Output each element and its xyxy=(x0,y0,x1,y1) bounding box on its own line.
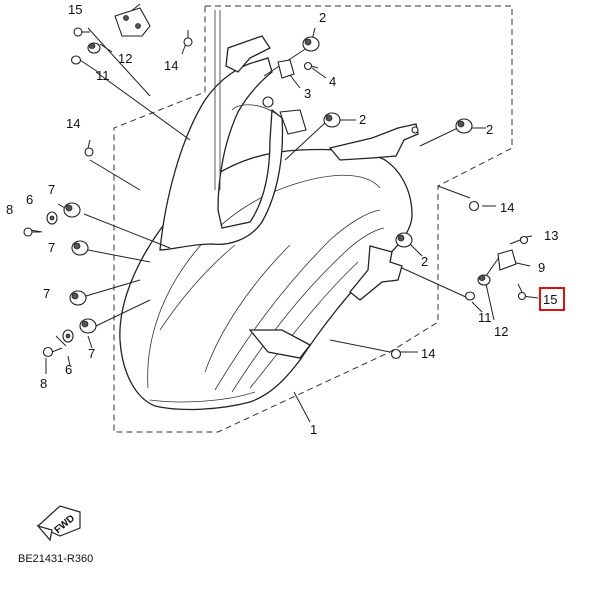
part-label-7-c: 7 xyxy=(43,286,50,301)
part-label-15-top: 15 xyxy=(68,2,82,17)
part-label-8-a: 8 xyxy=(6,202,13,217)
grommet-part-2-b xyxy=(323,112,341,128)
grommet-part-7-b xyxy=(71,240,89,256)
collar-part-11-right xyxy=(464,291,476,301)
bolt-part-14-bottom xyxy=(390,348,402,360)
screw-part-15-right xyxy=(517,283,527,301)
part-label-14-top: 14 xyxy=(164,58,178,73)
screw-part-4 xyxy=(303,61,319,71)
part-label-7-a: 7 xyxy=(48,182,55,197)
part-label-2-c: 2 xyxy=(486,122,493,137)
drawing-code: BE21431-R360 xyxy=(18,553,93,565)
grommet-part-2-c xyxy=(455,118,473,134)
screw-part-15-top xyxy=(73,27,90,37)
part-label-15-right: 15 xyxy=(543,292,557,307)
part-label-9: 9 xyxy=(538,260,545,275)
stay-bracket-top xyxy=(114,7,151,37)
part-label-13: 13 xyxy=(544,228,558,243)
part-label-11-top: 11 xyxy=(96,68,110,83)
grommet-part-2-a xyxy=(302,36,320,52)
part-label-12-top: 12 xyxy=(118,51,132,66)
grommet-part-12-top xyxy=(87,42,101,54)
part-label-14-left: 14 xyxy=(66,116,80,131)
bolt-part-14-left xyxy=(84,147,94,157)
part-number-labels: 15 12 11 14 2 4 3 2 2 14 6 8 7 7 7 7 6 8… xyxy=(6,2,558,437)
part-label-2-d: 2 xyxy=(421,254,428,269)
bolt-part-14-top xyxy=(183,30,193,47)
grommet-part-7-d xyxy=(79,318,97,334)
headlight-assembly xyxy=(119,10,419,411)
part-label-11-right: 11 xyxy=(478,310,492,325)
part-label-3: 3 xyxy=(304,86,311,101)
part-label-2-b: 2 xyxy=(359,112,366,127)
grommet-part-7-a xyxy=(63,202,81,218)
hardware-parts xyxy=(23,7,529,360)
bolt-part-14-right xyxy=(468,200,480,212)
highlighted-part-box xyxy=(539,287,565,311)
part-label-7-b: 7 xyxy=(48,240,55,255)
bracket-part-9 xyxy=(497,249,517,271)
washer-part-6-b xyxy=(62,329,74,343)
grommet-part-12-right xyxy=(477,274,491,286)
part-label-8-b: 8 xyxy=(40,376,47,391)
part-label-7-d: 7 xyxy=(88,346,95,361)
part-label-6-b: 6 xyxy=(65,362,72,377)
screw-part-13 xyxy=(509,235,529,245)
part-label-4: 4 xyxy=(329,74,336,89)
grommet-part-2-d xyxy=(395,232,413,248)
part-label-6-a: 6 xyxy=(26,192,33,207)
part-label-14-right: 14 xyxy=(500,200,514,215)
part-label-12-right: 12 xyxy=(494,324,508,339)
grommet-part-7-c xyxy=(69,290,87,306)
part-label-1: 1 xyxy=(310,422,317,437)
washer-part-6-a xyxy=(46,211,58,225)
part-label-14-bottom: 14 xyxy=(421,346,435,361)
collar-part-11-top xyxy=(70,55,82,65)
bolt-part-8-a xyxy=(23,227,40,237)
bolt-part-8-b xyxy=(42,346,63,358)
part-label-2-a: 2 xyxy=(319,10,326,25)
clip-part-3 xyxy=(277,59,295,79)
forward-direction-marker: FWD xyxy=(36,505,81,542)
